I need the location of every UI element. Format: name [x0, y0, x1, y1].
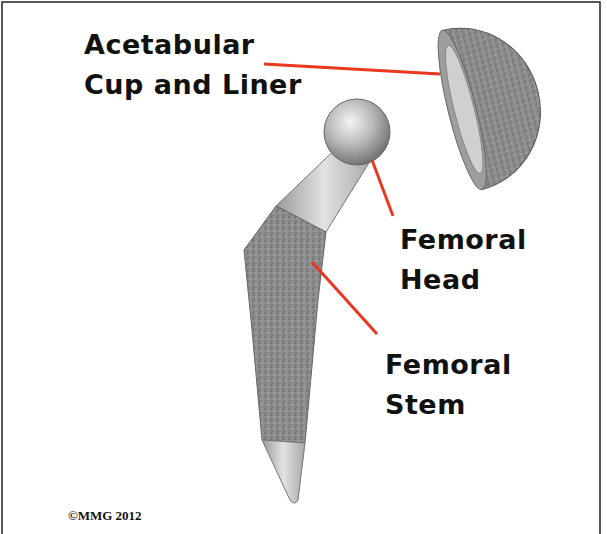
liner — [439, 43, 490, 176]
femoral-stem — [244, 206, 326, 443]
part-label: Acetabular Cup and Liner — [84, 25, 306, 105]
acetabular-cup — [429, 12, 558, 193]
copyright-note: ©MMG 2012 — [68, 508, 228, 524]
femoral-head — [324, 99, 390, 165]
leader-line — [312, 262, 377, 334]
leader-line — [372, 160, 393, 216]
part-label: Femoral Head — [400, 220, 540, 300]
stem-tip — [262, 440, 305, 503]
part-label: Femoral Stem — [385, 345, 535, 425]
